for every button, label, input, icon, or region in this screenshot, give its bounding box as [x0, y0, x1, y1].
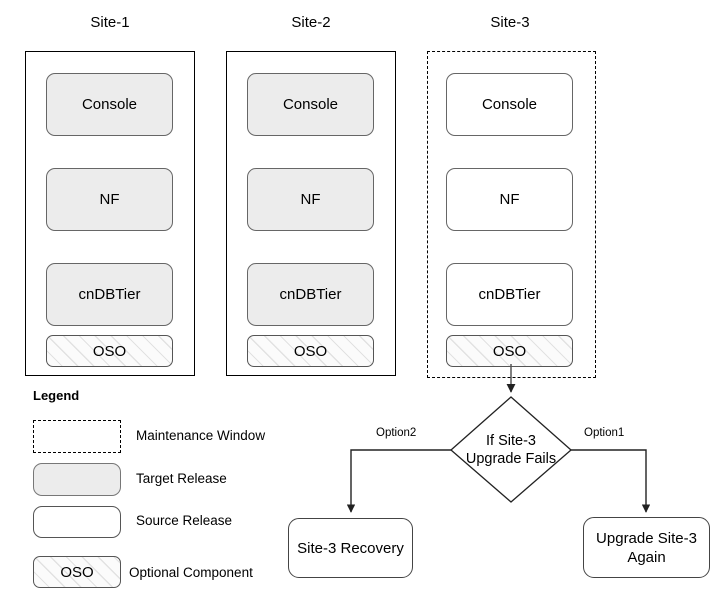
- component-site1-cndbtier[interactable]: cnDBTier: [46, 263, 173, 326]
- legend-label-source-release: Source Release: [136, 513, 233, 528]
- legend-label-maintenance-window: Maintenance Window: [136, 428, 266, 443]
- edge-label-option1: Option1: [584, 427, 625, 439]
- legend-swatch-oso-label: OSO: [60, 563, 94, 581]
- node-label: Site-3 Recovery: [297, 539, 404, 557]
- site-title-3: Site-3: [490, 14, 530, 31]
- node-label-line2: Again: [627, 548, 666, 566]
- component-label: OSO: [293, 342, 328, 360]
- component-site1-nf[interactable]: NF: [46, 168, 173, 231]
- decision-label-line2: Upgrade Fails: [465, 450, 557, 467]
- decision-diamond[interactable]: [450, 396, 572, 503]
- component-site1-oso[interactable]: OSO: [46, 335, 173, 367]
- component-site1-console[interactable]: Console: [46, 73, 173, 136]
- component-label: NF: [499, 191, 520, 208]
- legend-swatch-optional-component: OSO: [33, 556, 121, 588]
- component-site2-cndbtier[interactable]: cnDBTier: [247, 263, 374, 326]
- site-title-1: Site-1: [90, 14, 130, 31]
- component-label: cnDBTier: [279, 286, 342, 303]
- legend-title: Legend: [33, 388, 80, 403]
- component-label: cnDBTier: [78, 286, 141, 303]
- decision-diamond-text-wrap: If Site-3 Upgrade Fails: [447, 397, 575, 502]
- legend-label-target-release: Target Release: [136, 471, 227, 486]
- node-label-line1: Upgrade Site-3: [596, 529, 697, 547]
- decision-label-line1: If Site-3: [486, 432, 536, 449]
- component-label: OSO: [492, 342, 527, 360]
- component-label: NF: [300, 191, 321, 208]
- component-label: Console: [481, 96, 538, 113]
- legend-label-optional-component: Optional Component: [129, 565, 253, 580]
- component-site3-console[interactable]: Console: [446, 73, 573, 136]
- edge-option2-to-recovery: [346, 449, 451, 513]
- site-title-2: Site-2: [291, 14, 331, 31]
- edge-label-option2: Option2: [376, 427, 417, 439]
- component-label: Console: [282, 96, 339, 113]
- component-label: cnDBTier: [478, 286, 541, 303]
- component-site3-cndbtier[interactable]: cnDBTier: [446, 263, 573, 326]
- edge-option1-to-upgrade-again: [571, 449, 651, 513]
- node-site3-recovery[interactable]: Site-3 Recovery: [288, 518, 413, 578]
- component-label: NF: [99, 191, 120, 208]
- component-site2-console[interactable]: Console: [247, 73, 374, 136]
- component-label: OSO: [92, 342, 127, 360]
- component-site2-oso[interactable]: OSO: [247, 335, 374, 367]
- legend-swatch-maintenance-window: [33, 420, 121, 453]
- legend-swatch-target-release: [33, 463, 121, 496]
- component-site2-nf[interactable]: NF: [247, 168, 374, 231]
- legend-swatch-source-release: [33, 506, 121, 538]
- component-site3-oso[interactable]: OSO: [446, 335, 573, 367]
- component-site3-nf[interactable]: NF: [446, 168, 573, 231]
- component-label: Console: [81, 96, 138, 113]
- node-upgrade-site3-again[interactable]: Upgrade Site-3 Again: [583, 517, 710, 578]
